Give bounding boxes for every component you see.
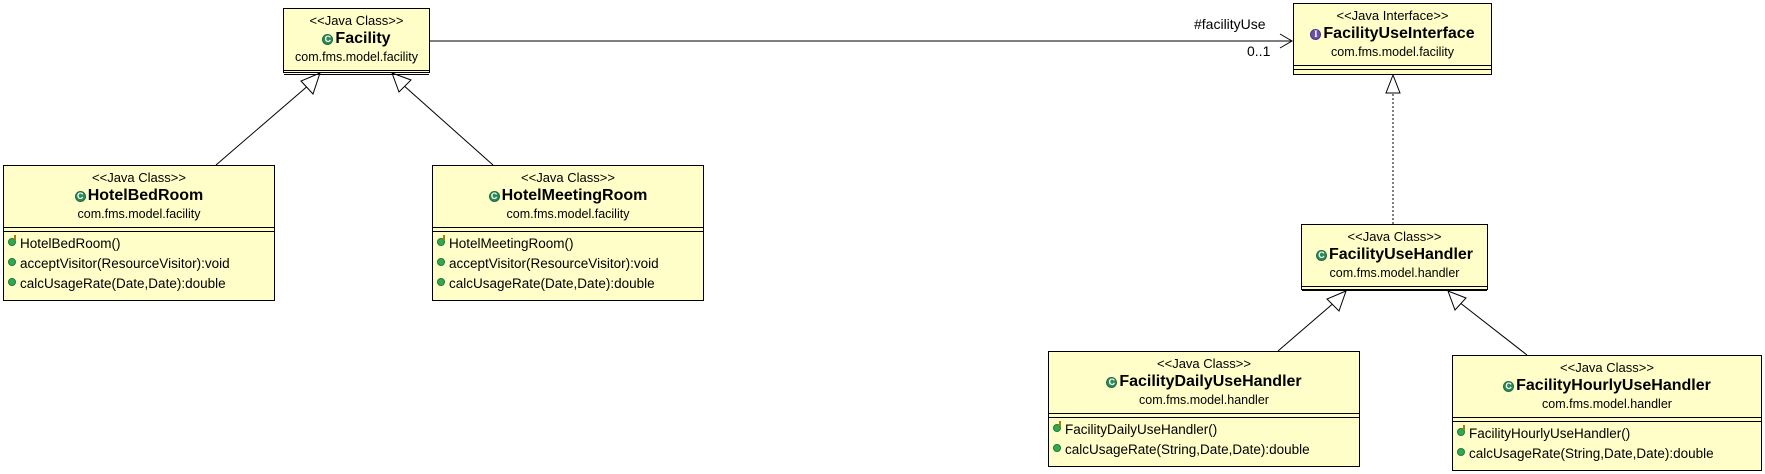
constructor-member: HotelBedRoom()	[8, 234, 270, 254]
stereotype: <<Java Class>>	[92, 170, 186, 185]
class-name: Facility	[335, 30, 391, 47]
class-c-icon: C	[1106, 377, 1118, 388]
package-name: com.fms.model.facility	[77, 207, 201, 221]
class-name: FacilityDailyUseHandler	[1119, 373, 1302, 390]
generalization-hotelmeetingroom	[401, 83, 494, 166]
public-method-icon	[8, 278, 16, 286]
generalization-hourly	[1458, 301, 1528, 356]
public-method-icon	[1053, 444, 1061, 452]
constructor-member: FacilityDailyUseHandler()	[1053, 420, 1355, 440]
generalization-hotelbedroom	[215, 83, 311, 166]
class-c-icon: C	[322, 34, 334, 45]
generalization-arrowhead	[300, 72, 321, 95]
generalization-arrowhead	[1447, 290, 1467, 311]
method-member: calcUsageRate(Date,Date):double	[8, 274, 270, 294]
public-method-icon	[8, 258, 16, 266]
interface-i-icon: I	[1310, 29, 1322, 40]
public-method-icon	[1457, 448, 1465, 456]
class-c-icon: C	[1503, 381, 1515, 392]
method-member: calcUsageRate(Date,Date):double	[437, 274, 699, 294]
generalization-arrowhead	[1326, 290, 1347, 312]
stereotype: <<Java Interface>>	[1336, 8, 1449, 23]
interface-name: FacilityUseInterface	[1323, 25, 1475, 42]
class-name: HotelMeetingRoom	[501, 187, 648, 204]
class-name: HotelBedRoom	[87, 187, 204, 204]
package-name: com.fms.model.handler	[1542, 397, 1672, 411]
constructor-member: HotelMeetingRoom()	[437, 234, 699, 254]
stereotype: <<Java Class>>	[309, 13, 404, 28]
realization-arrowhead	[1385, 73, 1401, 94]
method-member: calcUsageRate(String,Date,Date):double	[1457, 444, 1757, 464]
constructor-member: FacilityHourlyUseHandler()	[1457, 424, 1757, 444]
stereotype: <<Java Class>>	[1560, 360, 1654, 375]
method-member: acceptVisitor(ResourceVisitor):void	[437, 254, 699, 274]
class-c-icon: C	[74, 191, 86, 202]
association-arrowhead	[1279, 33, 1293, 49]
package-name: com.fms.model.facility	[1331, 45, 1454, 59]
class-name: FacilityUseHandler	[1328, 246, 1474, 263]
association-multiplicity-label: 0..1	[1247, 43, 1271, 59]
stereotype: <<Java Class>>	[1157, 356, 1251, 371]
package-name: com.fms.model.facility	[506, 207, 630, 221]
stereotype: <<Java Class>>	[521, 170, 615, 185]
constructor-icon	[1457, 425, 1465, 436]
class-c-icon: C	[1315, 250, 1327, 261]
public-method-icon	[437, 258, 445, 266]
method-member: acceptVisitor(ResourceVisitor):void	[8, 254, 270, 274]
constructor-icon	[437, 235, 445, 246]
class-name: FacilityHourlyUseHandler	[1516, 377, 1711, 394]
stereotype: <<Java Class>>	[1347, 229, 1442, 244]
generalization-arrowhead	[391, 72, 412, 93]
public-method-icon	[437, 278, 445, 286]
constructor-icon	[8, 235, 16, 246]
package-name: com.fms.model.handler	[1329, 266, 1460, 280]
package-name: com.fms.model.facility	[295, 50, 418, 64]
method-member: calcUsageRate(String,Date,Date):double	[1053, 440, 1355, 460]
class-c-icon: C	[488, 191, 500, 202]
constructor-icon	[1053, 421, 1061, 432]
generalization-daily	[1277, 300, 1337, 352]
package-name: com.fms.model.handler	[1139, 393, 1269, 407]
association-role-label: #facilityUse	[1194, 16, 1266, 32]
